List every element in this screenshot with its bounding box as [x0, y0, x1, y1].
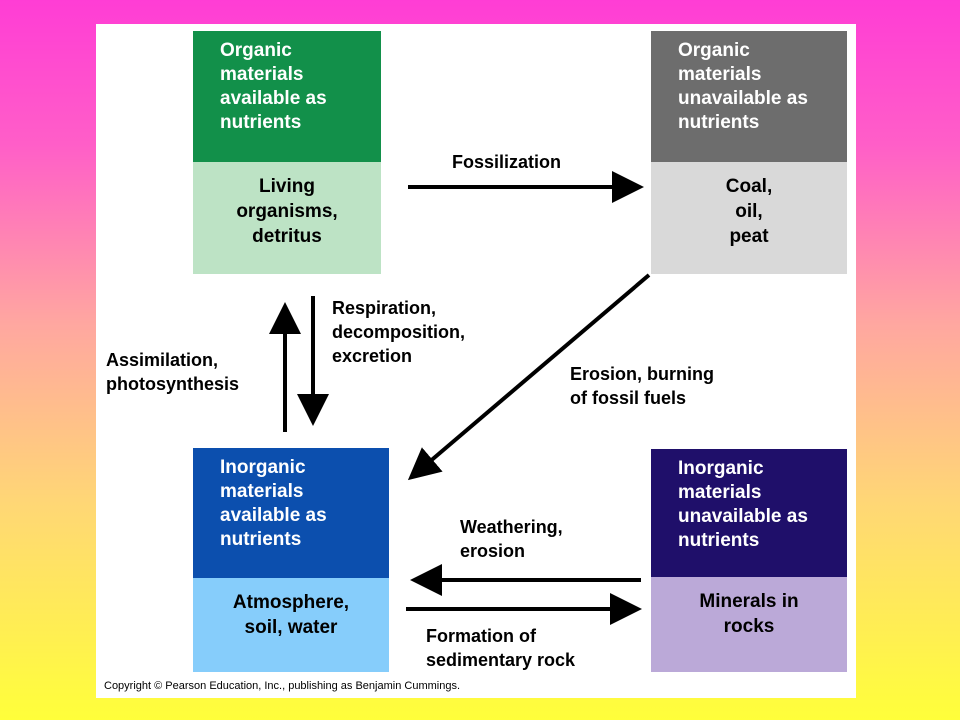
diagram-panel: Organic materials available as nutrients… — [96, 24, 856, 698]
box-inorganic-unavailable-body: Minerals in rocks — [651, 577, 847, 672]
box-organic-unavailable: Organic materials unavailable as nutrien… — [651, 31, 847, 274]
box-inorganic-available-body: Atmosphere, soil, water — [193, 578, 389, 672]
box-organic-unavailable-body: Coal, oil, peat — [651, 162, 847, 274]
box-inorganic-unavailable: Inorganic materials unavailable as nutri… — [651, 449, 847, 672]
label-formation: Formation of sedimentary rock — [426, 626, 576, 670]
box-organic-available-header: Organic materials available as nutrients — [193, 31, 381, 162]
label-respiration: Respiration, decomposition, excretion — [332, 298, 466, 366]
box-inorganic-available: Inorganic materials available as nutrien… — [193, 448, 389, 672]
box-organic-unavailable-header: Organic materials unavailable as nutrien… — [651, 31, 847, 162]
copyright-text: Copyright © Pearson Education, Inc., pub… — [104, 680, 461, 692]
label-weathering: Weathering, erosion — [460, 517, 563, 561]
erosion-burning-arrow — [407, 273, 651, 481]
box-organic-available: Organic materials available as nutrients… — [193, 31, 389, 274]
box-inorganic-unavailable-header: Inorganic materials unavailable as nutri… — [651, 449, 847, 577]
flow-arrows — [269, 171, 651, 625]
label-erosion-burning: Erosion, burning of fossil fuels — [570, 364, 714, 408]
box-organic-available-body: Living organisms, detritus — [193, 162, 381, 274]
label-fossilization: Fossilization — [452, 152, 562, 172]
label-assimilation: Assimilation, photosynthesis — [106, 350, 240, 394]
box-inorganic-available-header: Inorganic materials available as nutrien… — [193, 448, 389, 578]
